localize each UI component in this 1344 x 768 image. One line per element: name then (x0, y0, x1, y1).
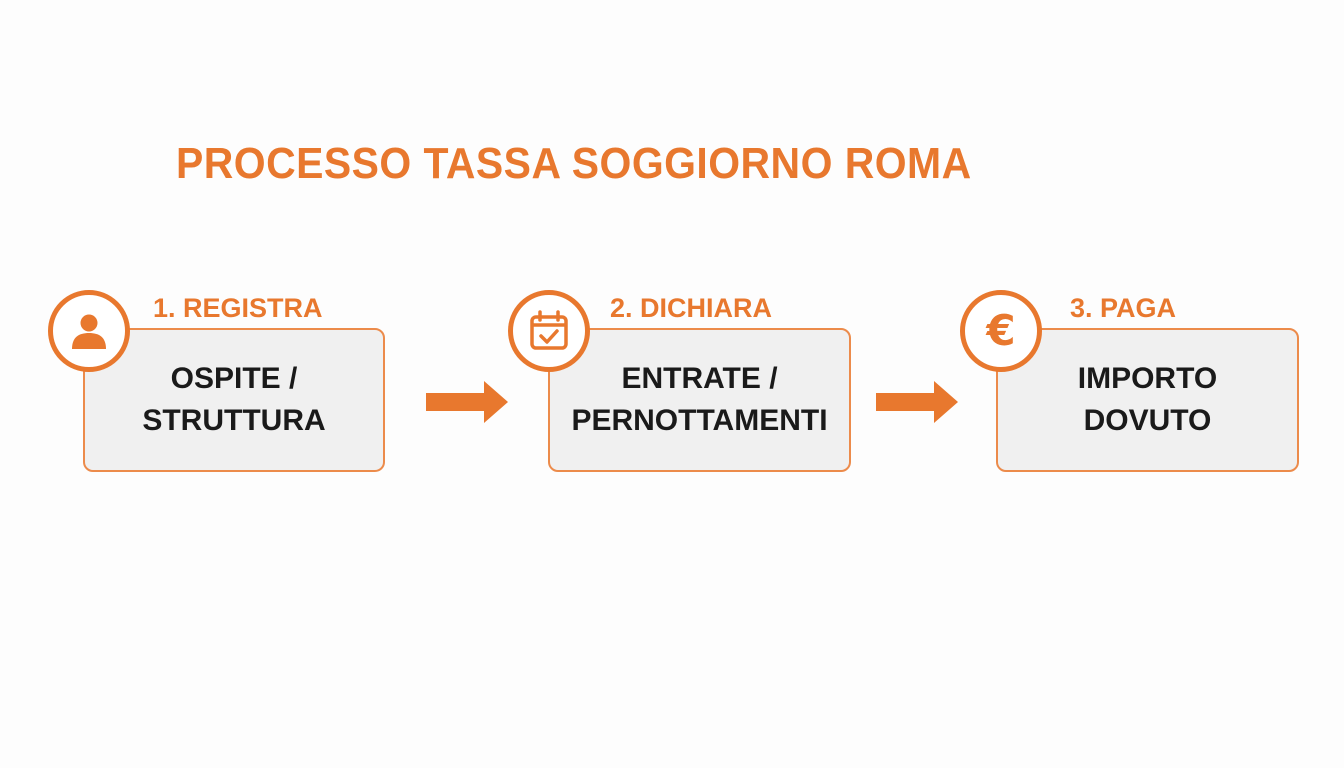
step-box: ENTRATE / PERNOTTAMENTI (548, 328, 851, 472)
step-text-line: ENTRATE / (621, 362, 778, 395)
step-box: OSPITE / STRUTTURA (83, 328, 385, 472)
step-text: ENTRATE / PERNOTTAMENTI (550, 358, 849, 442)
right-arrow-icon (876, 381, 958, 423)
step-label: 2. DICHIARA (610, 293, 773, 323)
step-box: IMPORTO DOVUTO (996, 328, 1299, 472)
step-register: OSPITE / STRUTTURA 1. REGISTRA (48, 290, 388, 480)
step-text-line: STRUTTURA (142, 404, 326, 437)
step-label: 3. PAGA (1070, 293, 1177, 323)
step-text: IMPORTO DOVUTO (998, 358, 1297, 442)
euro-glyph: € (986, 306, 1016, 355)
euro-icon: € (960, 290, 1042, 372)
step-text-line: PERNOTTAMENTI (571, 404, 828, 437)
step-text-line: OSPITE / (170, 362, 298, 395)
step-pay: IMPORTO DOVUTO 3. PAGA € (960, 290, 1300, 480)
step-label: 1. REGISTRA (153, 293, 323, 323)
step-declare: ENTRATE / PERNOTTAMENTI 2. DICHIARA (508, 290, 851, 480)
person-icon (48, 290, 130, 372)
step-text-line: IMPORTO DOVUTO (1077, 362, 1218, 437)
diagram-title: PROCESSO TASSA SOGGIORNO ROMA (176, 139, 972, 188)
right-arrow-icon (426, 381, 508, 423)
calendar-check-icon (508, 290, 590, 372)
step-text: OSPITE / STRUTTURA (85, 358, 383, 442)
